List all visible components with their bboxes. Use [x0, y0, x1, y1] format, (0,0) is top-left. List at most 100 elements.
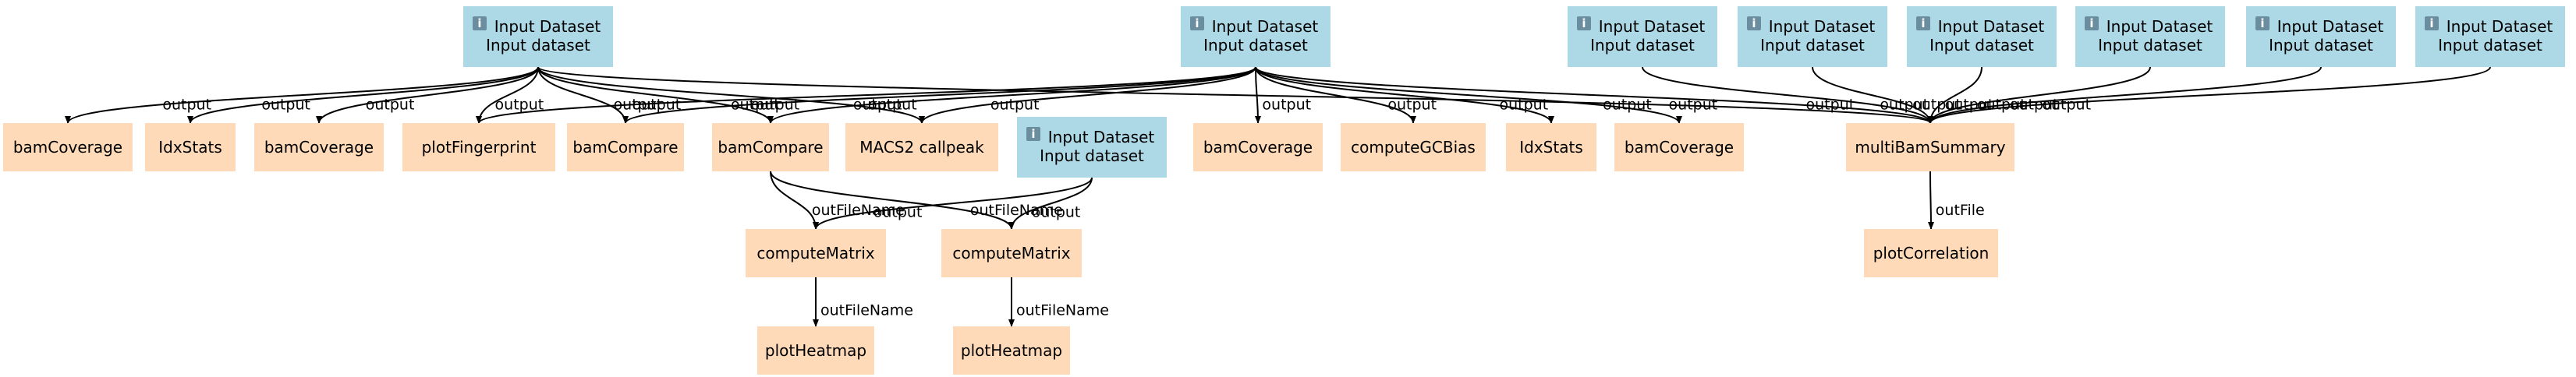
edge: output — [1254, 66, 1311, 124]
tool-node[interactable]: MACS2 callpeak — [845, 123, 998, 171]
edge-line — [767, 66, 1256, 124]
edge: outFile — [1927, 171, 1985, 230]
edge-label: output — [873, 204, 923, 221]
tool-node-box — [1341, 123, 1486, 171]
input-node-box — [463, 6, 613, 67]
input-node-subtitle: Input dataset — [1203, 36, 1308, 55]
edge-line — [1255, 66, 1554, 124]
tool-node[interactable]: bamCoverage — [1193, 123, 1323, 171]
tool-node-box — [402, 123, 555, 171]
edge: output — [1008, 177, 1093, 230]
edge-line — [813, 177, 1093, 230]
tool-node[interactable]: plotFingerprint — [402, 123, 555, 171]
edge-line — [1927, 66, 2322, 124]
input-node-title: Input Dataset — [1212, 17, 1319, 36]
tool-node[interactable]: IdxStats — [145, 123, 236, 171]
tool-node-label: bamCoverage — [1625, 138, 1734, 157]
edge: output — [537, 66, 925, 124]
tool-node-box — [145, 123, 236, 171]
info-icon-glyph: i — [2260, 16, 2264, 30]
info-icon-glyph: i — [1031, 127, 1035, 141]
tool-node[interactable]: plotHeatmap — [953, 326, 1070, 375]
edge-label: output — [632, 97, 682, 114]
info-icon: i — [1916, 16, 1930, 30]
input-node-title: Input Dataset — [1048, 128, 1155, 146]
tool-node[interactable]: bamCompare — [567, 123, 684, 171]
edge-label: output — [1912, 97, 1961, 114]
edge-line — [1642, 66, 1933, 124]
info-icon-glyph: i — [1752, 16, 1756, 30]
tool-node[interactable]: computeGCBias — [1341, 123, 1486, 171]
tool-node[interactable]: IdxStats — [1506, 123, 1596, 171]
tool-node-label: bamCoverage — [1203, 138, 1313, 157]
info-icon: i — [1026, 127, 1040, 141]
tool-node[interactable]: computeMatrix — [746, 229, 886, 277]
info-icon-glyph: i — [2089, 16, 2093, 30]
edge-line — [187, 66, 539, 124]
edge: output — [316, 66, 539, 124]
edge-label: output — [1603, 97, 1652, 114]
input-node-subtitle: Input dataset — [2438, 36, 2542, 55]
edge-line — [537, 66, 629, 124]
edge-label: output — [162, 97, 211, 114]
tool-node[interactable]: bamCompare — [712, 123, 829, 171]
edge: output — [813, 177, 1093, 230]
input-node-title: Input Dataset — [494, 17, 601, 36]
tool-node[interactable]: bamCoverage — [254, 123, 384, 171]
input-node-subtitle: Input dataset — [2098, 36, 2202, 55]
info-icon-box — [1747, 16, 1761, 30]
edge-line — [537, 66, 1933, 124]
edge: output — [476, 66, 1256, 124]
edge: outFileName — [770, 171, 1063, 230]
edges-layer: output output output output output output outp… — [65, 66, 2491, 327]
info-icon: i — [2085, 16, 2099, 30]
edge-line — [1812, 66, 1933, 124]
edge: output — [65, 66, 539, 124]
info-icon-glyph: i — [477, 16, 481, 30]
input-node-box — [1017, 117, 1167, 178]
input-node-box — [1181, 6, 1331, 67]
tool-node[interactable]: plotHeatmap — [757, 326, 874, 375]
edge-label: output — [1032, 204, 1081, 221]
tool-node[interactable]: computeMatrix — [941, 229, 1082, 277]
tool-node[interactable]: bamCoverage — [3, 123, 133, 171]
edge-line — [1254, 66, 1261, 124]
info-icon-box — [2255, 16, 2270, 30]
tool-node[interactable]: plotCorrelation — [1864, 229, 1998, 277]
edge-label: outFileName — [970, 202, 1063, 219]
edge: output — [1812, 66, 1961, 124]
tool-node-box — [712, 123, 829, 171]
info-icon-glyph: i — [1195, 16, 1199, 30]
tool-node-box — [1506, 123, 1596, 171]
input-node-title: Input Dataset — [1599, 17, 1706, 36]
edge: output — [767, 66, 1256, 124]
input-node-box — [2075, 6, 2225, 67]
tool-node-label: IdxStats — [158, 138, 221, 157]
input-node-subtitle: Input dataset — [486, 36, 590, 55]
edge-line — [1255, 66, 1933, 124]
edge-label: outFileName — [812, 202, 905, 219]
tool-node-label: plotFingerprint — [422, 138, 537, 157]
input-node-box — [2246, 6, 2396, 67]
edge-label: output — [366, 97, 415, 114]
tool-node[interactable]: bamCoverage — [1614, 123, 1744, 171]
tool-node[interactable]: multiBamSummary — [1846, 123, 2014, 171]
edge-label: output — [990, 97, 1040, 114]
input-node-title: Input Dataset — [2277, 17, 2384, 36]
input-node-box — [1738, 6, 1887, 67]
tool-node-label: bamCoverage — [13, 138, 122, 157]
tool-node-box — [1846, 123, 2014, 171]
info-icon: i — [1747, 16, 1761, 30]
edge: outFileName — [770, 171, 905, 230]
